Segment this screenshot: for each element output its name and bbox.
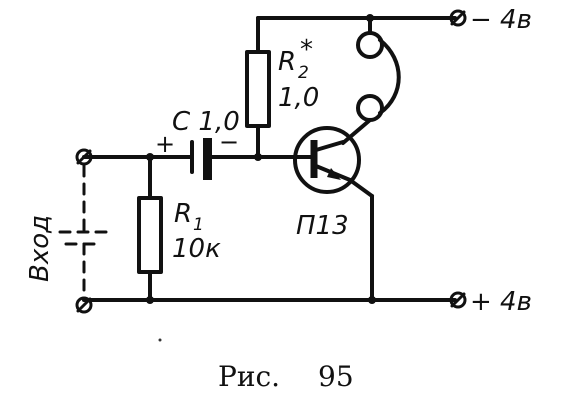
label-c1-minus: −	[219, 128, 239, 156]
label-r2-value: 1,0	[278, 83, 319, 113]
resistor-r1	[137, 196, 163, 274]
label-transistor: П13	[296, 211, 349, 241]
emitter-arrow-icon	[327, 168, 341, 180]
print-speck	[158, 338, 162, 342]
emitter-lead	[348, 178, 374, 198]
label-r1-sub: 1	[193, 215, 204, 235]
label-r2-name: R	[278, 47, 296, 77]
headphone-top-icon	[356, 31, 384, 59]
headphone-bottom-icon	[356, 94, 384, 122]
label-r1-name: R	[174, 199, 192, 229]
c1-plate-minus	[203, 138, 212, 180]
transistor-body	[293, 126, 361, 194]
input-terminal-top[interactable]	[75, 148, 93, 166]
label-c1-plus: +	[155, 130, 175, 158]
label-r2-star: *	[300, 35, 313, 65]
label-r2-sub: 2	[298, 63, 309, 83]
label-neg-supply: − 4в	[470, 5, 532, 35]
terminal-pos-supply[interactable]	[449, 291, 467, 309]
figure-number: 95	[318, 360, 354, 393]
label-pos-supply: + 4в	[470, 287, 532, 317]
junction-top	[366, 14, 374, 22]
transistor-collector	[314, 140, 345, 152]
input-terminal-bottom[interactable]	[75, 296, 93, 314]
figure-caption: Рис.	[218, 360, 280, 393]
label-c1: C 1,0	[172, 107, 240, 137]
headphone-arc	[378, 38, 401, 115]
label-r1-value: 10к	[172, 234, 221, 264]
terminal-neg-supply[interactable]	[449, 9, 467, 27]
label-input: Вход	[25, 215, 55, 282]
phones-collector-lead	[341, 118, 372, 145]
resistor-r2	[245, 50, 271, 128]
